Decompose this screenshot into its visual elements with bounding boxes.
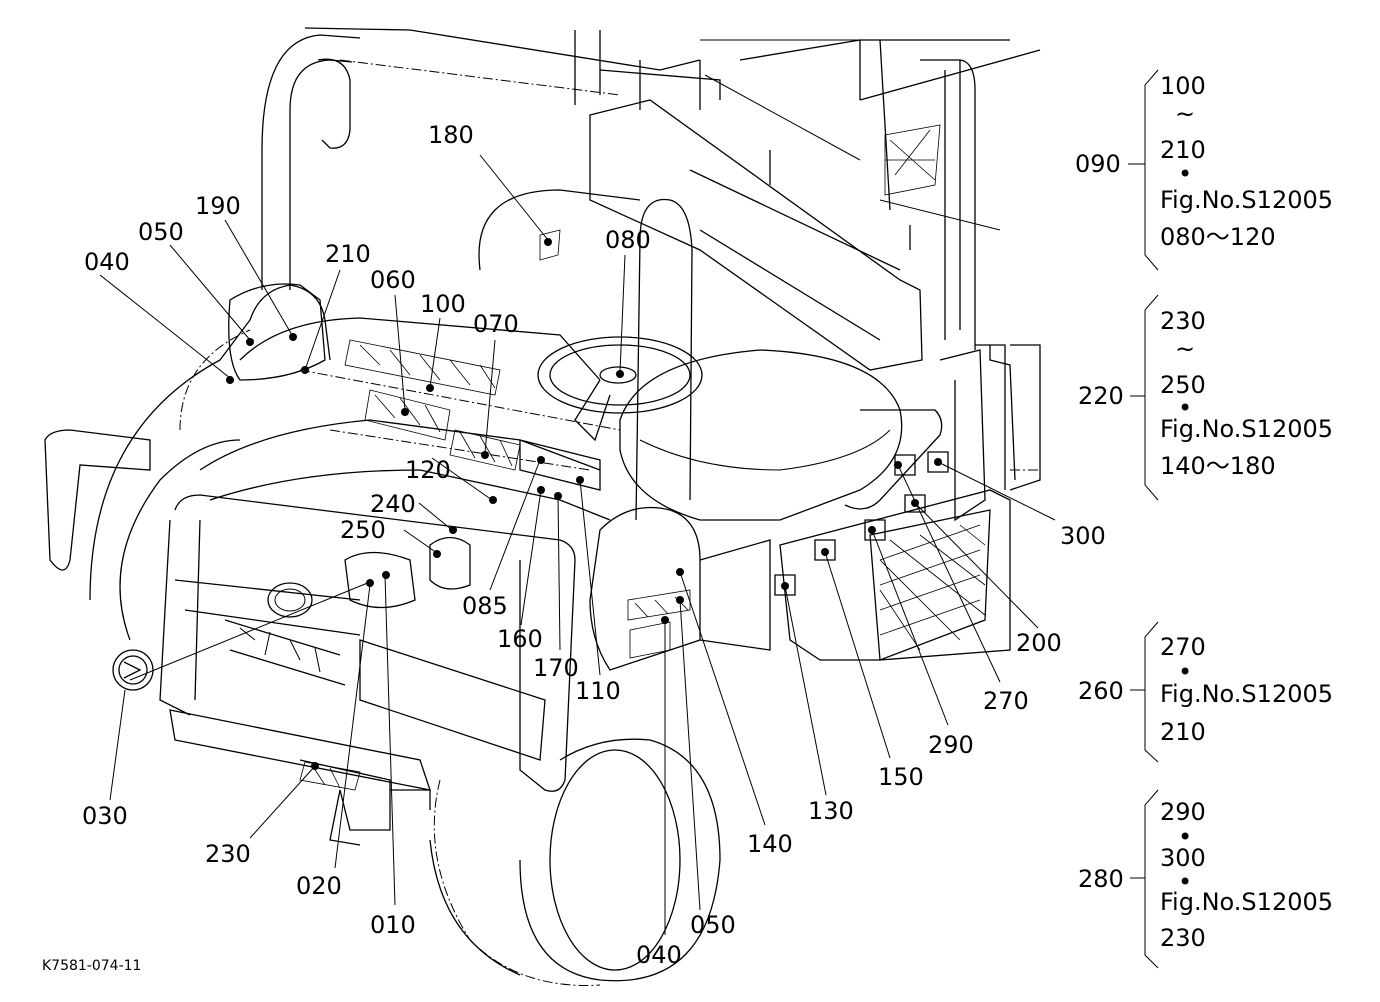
- group-280-line: 230: [1160, 924, 1206, 952]
- callout-050-lower: 050: [690, 911, 736, 939]
- callout-060: 060: [370, 266, 416, 294]
- callout-110: 110: [575, 677, 621, 705]
- group-label-220: 220: [1078, 382, 1124, 410]
- callout-190: 190: [195, 192, 241, 220]
- callout-085: 085: [462, 592, 508, 620]
- callout-170: 170: [533, 654, 579, 682]
- group-220-line: ~: [1175, 335, 1195, 363]
- callout-200: 200: [1016, 629, 1062, 657]
- callout-160: 160: [497, 625, 543, 653]
- group-220-line: •: [1178, 394, 1192, 422]
- group-260-line: Fig.No.S12005: [1160, 680, 1333, 708]
- group-legend-090: 090 100 ~ 210 • Fig.No.S12005 080～120: [1075, 69, 1333, 271]
- vehicle-outline: [44, 27, 1041, 986]
- group-280-line: •: [1178, 868, 1192, 896]
- group-090-line: 210: [1160, 136, 1206, 164]
- group-260-line: 210: [1160, 718, 1206, 746]
- callout-040: 040: [84, 248, 130, 276]
- callout-150: 150: [878, 763, 924, 791]
- group-legend-260: 260 270 • Fig.No.S12005 210: [1078, 621, 1333, 763]
- callout-labels: 180 190 050 040 210 060 100 070 080 120 …: [82, 121, 1106, 969]
- group-090-line: Fig.No.S12005: [1160, 186, 1333, 214]
- callout-270: 270: [983, 687, 1029, 715]
- group-090-line: 100: [1160, 72, 1206, 100]
- group-090-line: 080～120: [1160, 223, 1276, 251]
- callout-130: 130: [808, 797, 854, 825]
- group-label-090: 090: [1075, 150, 1121, 178]
- callout-070: 070: [473, 310, 519, 338]
- callout-050: 050: [138, 218, 184, 246]
- callout-230: 230: [205, 840, 251, 868]
- callout-100: 100: [420, 290, 466, 318]
- callout-250: 250: [340, 516, 386, 544]
- group-legend-280: 280 290 • 300 • Fig.No.S12005 230: [1078, 789, 1333, 969]
- group-label-280: 280: [1078, 865, 1124, 893]
- callout-010: 010: [370, 911, 416, 939]
- callout-120: 120: [405, 456, 451, 484]
- group-220-line: 250: [1160, 371, 1206, 399]
- callout-210: 210: [325, 240, 371, 268]
- callout-180: 180: [428, 121, 474, 149]
- callout-140: 140: [747, 830, 793, 858]
- group-090-line: •: [1178, 160, 1192, 188]
- group-280-line: 300: [1160, 844, 1206, 872]
- leader-lines: [99, 154, 1056, 935]
- callout-020: 020: [296, 872, 342, 900]
- callout-040-lower: 040: [636, 941, 682, 969]
- group-280-line: 290: [1160, 798, 1206, 826]
- group-220-line: Fig.No.S12005: [1160, 415, 1333, 443]
- group-280-line: Fig.No.S12005: [1160, 888, 1333, 916]
- group-260-line: •: [1178, 658, 1192, 686]
- group-label-260: 260: [1078, 677, 1124, 705]
- group-280-line: •: [1178, 823, 1192, 851]
- diagram-code: K7581-074-11: [42, 958, 141, 974]
- group-090-line: ~: [1175, 100, 1195, 128]
- group-legend-220: 220 230 ~ 250 • Fig.No.S12005 140～180: [1078, 294, 1333, 501]
- group-220-line: 230: [1160, 307, 1206, 335]
- callout-290: 290: [928, 731, 974, 759]
- group-220-line: 140～180: [1160, 452, 1276, 480]
- callout-300: 300: [1060, 522, 1106, 550]
- callout-080: 080: [605, 226, 651, 254]
- callout-030: 030: [82, 802, 128, 830]
- group-260-line: 270: [1160, 633, 1206, 661]
- callout-240: 240: [370, 490, 416, 518]
